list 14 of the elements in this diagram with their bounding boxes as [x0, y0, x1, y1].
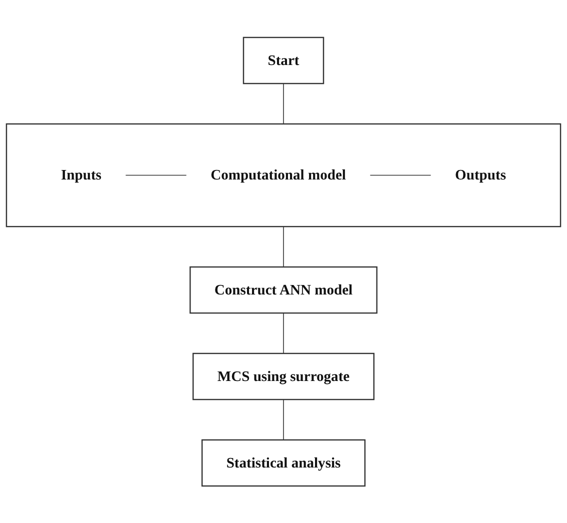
connector — [370, 174, 432, 176]
node-text: Computational model — [210, 166, 346, 183]
node-text: Inputs — [61, 166, 102, 183]
connector — [283, 312, 284, 354]
connector — [283, 398, 284, 440]
connector — [283, 82, 284, 124]
cluster — [6, 123, 562, 227]
node-box: MCS using surrogate — [192, 352, 374, 400]
node-box: Statistical analysis — [201, 439, 366, 486]
node-text: Outputs — [455, 166, 506, 183]
connector — [283, 226, 284, 268]
node-box: Start — [242, 36, 324, 84]
node-box: Construct ANN model — [190, 266, 378, 314]
connector — [125, 174, 187, 176]
